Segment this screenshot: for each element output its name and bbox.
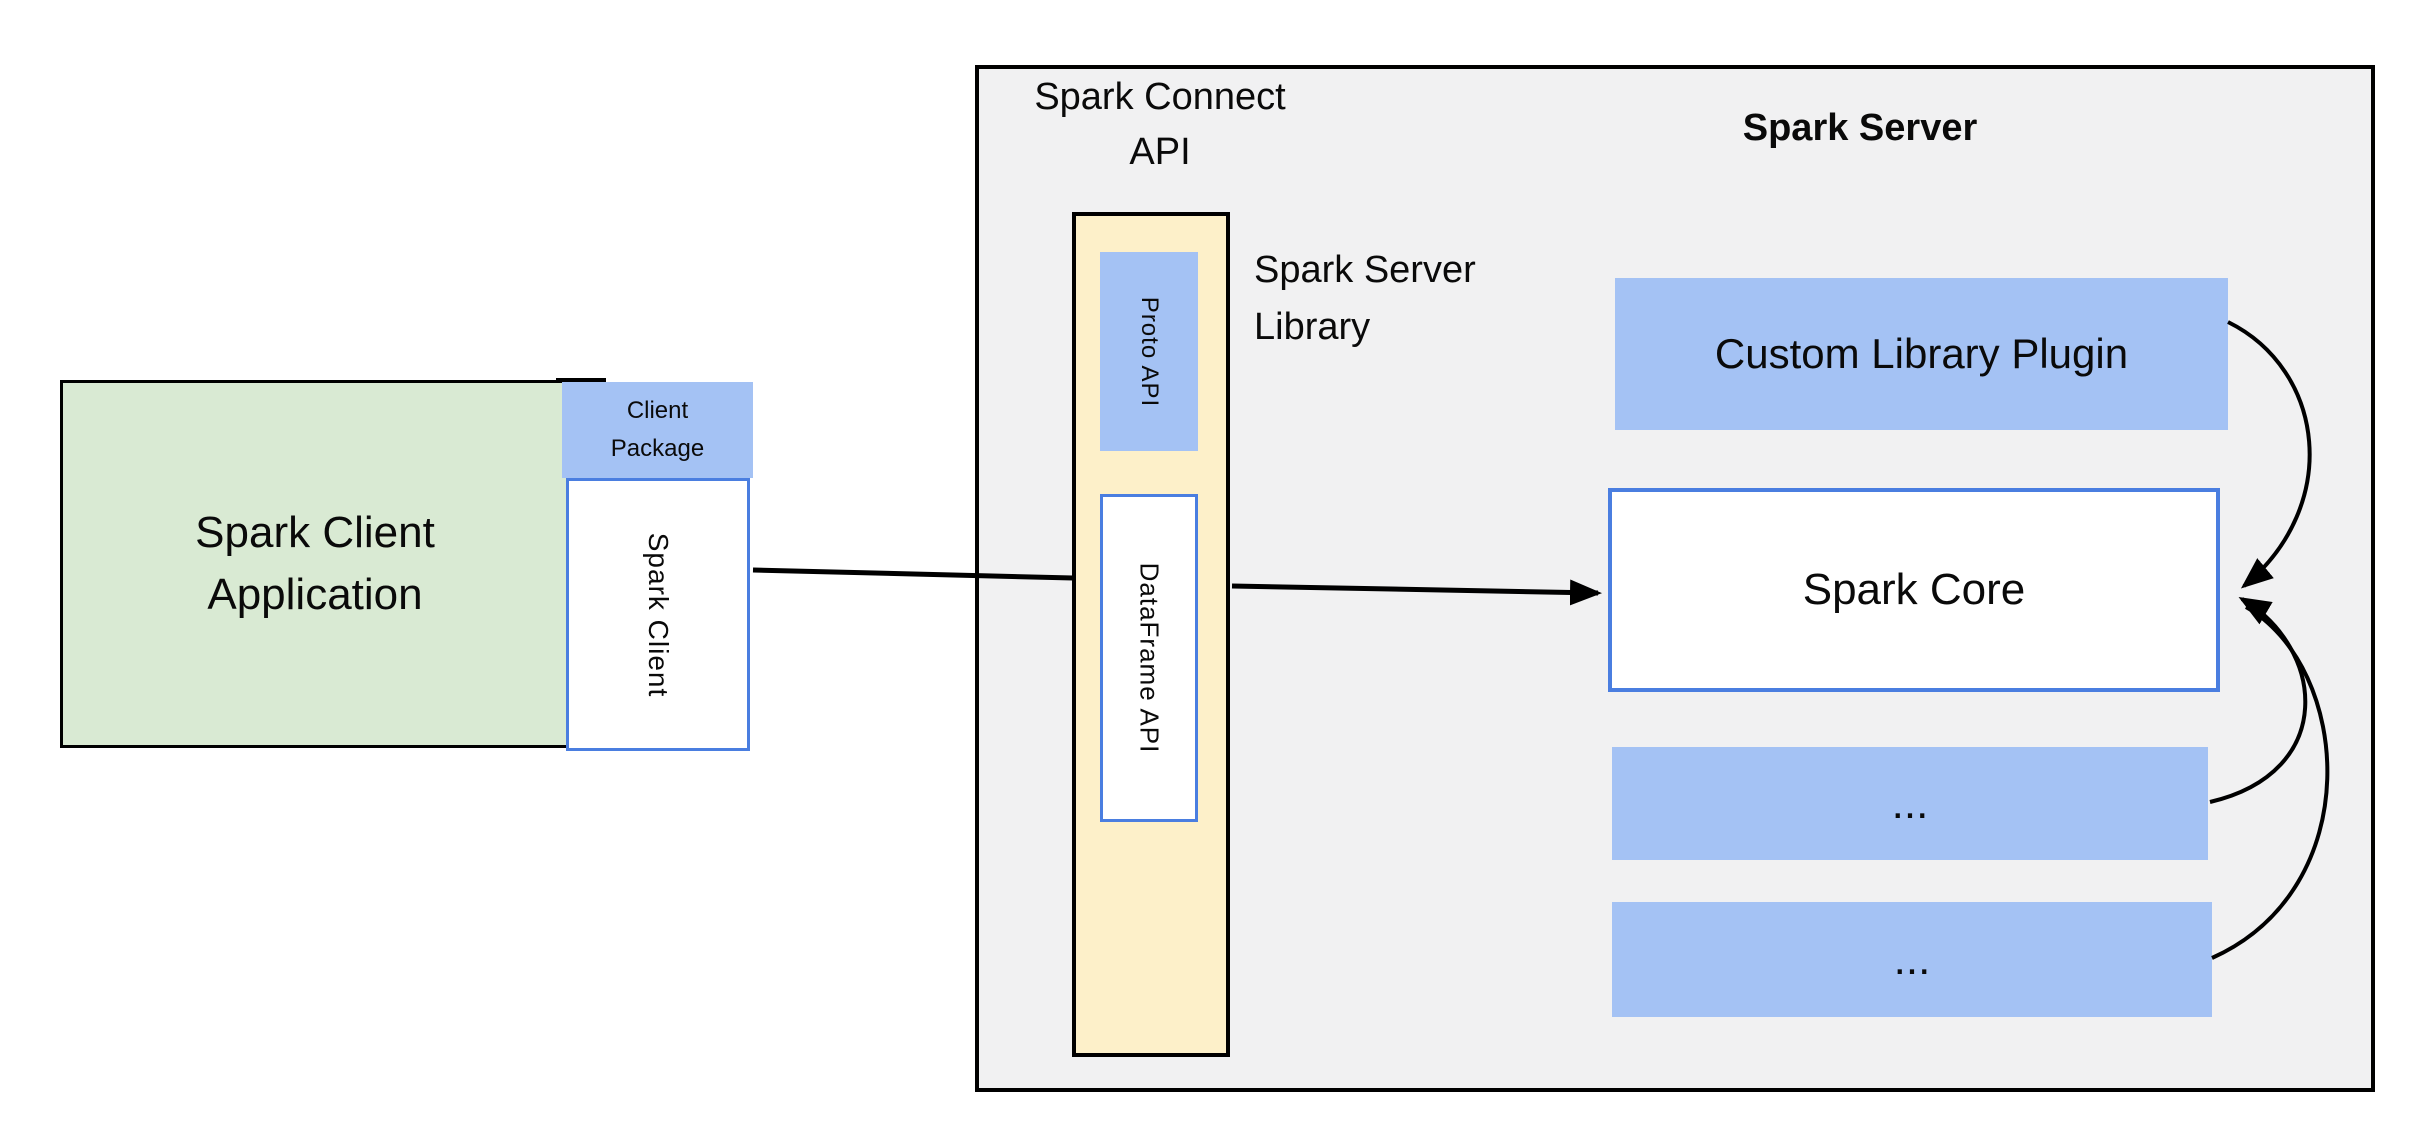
module-placeholder-dots-2: ... <box>1893 934 1931 984</box>
spark-server-library-label-line2: Library <box>1254 306 1371 348</box>
spark-connect-api-title-line2: API <box>1129 131 1191 173</box>
spark-client-box: Spark Client <box>566 478 750 751</box>
client-package-label-line2: Package <box>610 435 705 462</box>
client-package-box: Client Package <box>562 382 753 478</box>
module-placeholder-box-1: ... <box>1612 747 2208 860</box>
spark-client-application-box: Spark Client Application <box>60 380 570 748</box>
proto-api-box: Proto API <box>1100 252 1198 451</box>
custom-library-plugin-box: Custom Library Plugin <box>1615 278 2228 430</box>
spark-connect-api-title-line1: Spark Connect <box>1034 76 1286 118</box>
dataframe-api-box: DataFrame API <box>1100 494 1198 822</box>
spark-client-application-label: Spark Client Application <box>63 383 567 745</box>
custom-library-plugin-label: Custom Library Plugin <box>1714 330 2129 377</box>
dataframe-api-label: DataFrame API <box>1134 562 1165 754</box>
green-box-top-border-overhang <box>556 378 606 382</box>
spark-client-application-label-line2: Application <box>207 570 423 619</box>
proto-api-label: Proto API <box>1136 296 1163 407</box>
spark-server-title: Spark Server <box>1742 107 1978 149</box>
client-package-label-line1: Client <box>626 397 689 424</box>
spark-server-library-label-line1: Spark Server <box>1254 249 1476 291</box>
spark-connect-api-title: Spark Connect API <box>985 70 1335 180</box>
spark-core-label: Spark Core <box>1802 565 2026 614</box>
spark-core-box: Spark Core <box>1608 488 2220 692</box>
spark-server-library-label: Spark Server Library <box>1254 242 1574 356</box>
module-placeholder-box-2: ... <box>1612 902 2212 1017</box>
spark-client-application-label-line1: Spark Client <box>195 508 435 557</box>
spark-client-label: Spark Client <box>643 532 674 697</box>
module-placeholder-dots-1: ... <box>1891 778 1929 828</box>
